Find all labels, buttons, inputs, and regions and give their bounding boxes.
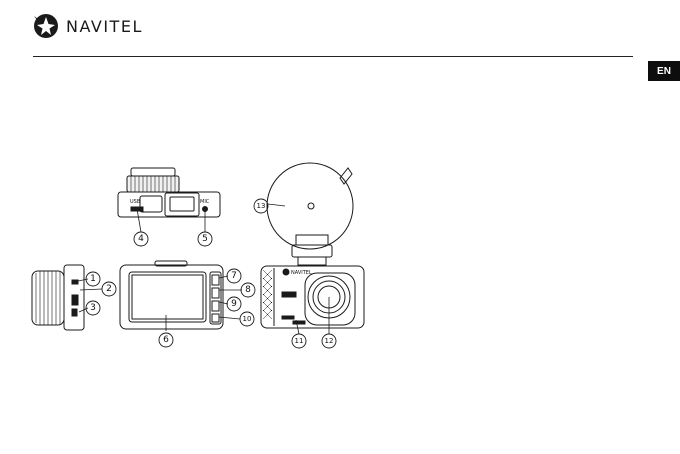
callout-7: 7 bbox=[231, 271, 237, 281]
callout-12: 12 bbox=[325, 337, 334, 345]
callout-11: 11 bbox=[295, 337, 304, 345]
rear-view-device bbox=[120, 261, 223, 329]
callout-5: 5 bbox=[202, 234, 208, 244]
callout-4: 4 bbox=[138, 234, 144, 244]
callout-1: 1 bbox=[90, 274, 96, 284]
callout-2: 2 bbox=[106, 284, 112, 294]
usb-label: USB bbox=[130, 199, 141, 205]
top-view-device: USB MIC bbox=[118, 168, 220, 217]
front-view-device: NAVITEL bbox=[261, 163, 364, 328]
mic-label: MIC bbox=[200, 199, 210, 205]
callout-13: 13 bbox=[257, 202, 266, 210]
callout-3: 3 bbox=[90, 303, 96, 313]
front-brand-label: NAVITEL bbox=[291, 270, 312, 276]
callout-6: 6 bbox=[163, 335, 169, 345]
callout-9: 9 bbox=[231, 299, 237, 309]
callout-8: 8 bbox=[245, 285, 251, 295]
side-view-device bbox=[32, 265, 84, 330]
callout-10: 10 bbox=[243, 315, 252, 323]
